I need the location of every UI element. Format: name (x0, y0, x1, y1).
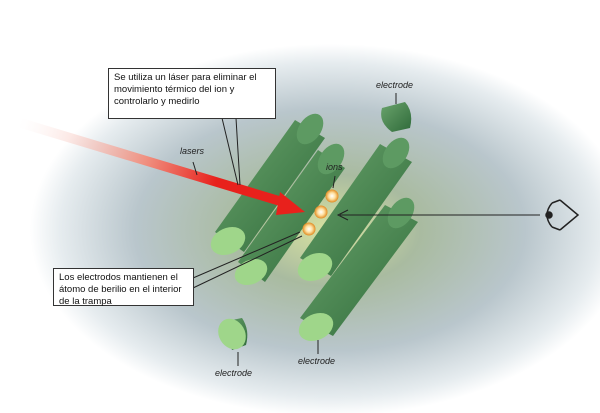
electrode-callout: Los electrodos mantienen el átomo de ber… (53, 268, 194, 307)
electrode-bottom-left (218, 318, 248, 350)
laser-callout: Se utiliza un láser para eliminar el mov… (108, 68, 276, 119)
callout-pointer (192, 231, 303, 289)
arrow-head-icon (336, 209, 349, 221)
rod-front-right (298, 197, 418, 342)
eye-icon (545, 199, 580, 231)
label-leader (332, 175, 336, 189)
ions-label: ions (326, 162, 343, 172)
callout-pointer (221, 117, 241, 186)
rod-back-right (297, 137, 412, 282)
rod-back-left (234, 143, 345, 286)
electrode-bottom-left-label: electrode (215, 368, 253, 378)
electrode-bottom-right-label: electrode (298, 356, 336, 366)
electrode-top (381, 102, 412, 132)
ion (325, 189, 339, 203)
ions (302, 189, 339, 236)
rod-front-left (210, 113, 325, 256)
electrode-top-label: electrode (376, 80, 414, 90)
ion (314, 205, 328, 219)
lasers-label: lasers (180, 146, 205, 156)
label-leader (192, 161, 198, 176)
ion (302, 222, 316, 236)
laser-beam (14, 117, 305, 215)
